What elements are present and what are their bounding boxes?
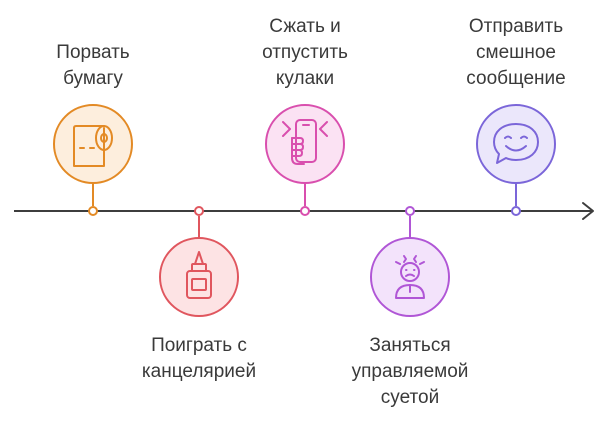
label-bustle: Заняться управляемой суетой xyxy=(351,335,469,408)
event-tear-paper xyxy=(53,104,133,216)
event-bustle xyxy=(370,206,450,317)
marker-bustle xyxy=(405,206,415,216)
event-fists xyxy=(265,104,345,216)
bubble-message xyxy=(476,104,556,184)
bubble-fists xyxy=(265,104,345,184)
event-message xyxy=(476,104,556,216)
bubble-stationery xyxy=(159,237,239,317)
marker-tear-paper xyxy=(88,206,98,216)
stressed-person-icon xyxy=(395,255,425,299)
smiley-chat-icon xyxy=(493,123,539,164)
label-fists: Сжать и отпустить кулаки xyxy=(262,16,348,89)
label-stationery: Поиграть с канцелярией xyxy=(141,335,257,382)
label-tear-paper: Порвать бумагу xyxy=(56,42,130,89)
event-stationery xyxy=(159,206,239,317)
hand-squeeze-icon xyxy=(282,119,328,165)
marker-message xyxy=(511,206,521,216)
bubble-bustle xyxy=(370,237,450,317)
bubble-tear-paper xyxy=(53,104,133,184)
label-message: Отправить смешное сообщение xyxy=(466,16,566,89)
toilet-paper-icon xyxy=(73,125,113,167)
glue-bottle-icon xyxy=(186,251,212,299)
marker-stationery xyxy=(194,206,204,216)
timeline-arrowhead xyxy=(582,202,594,220)
marker-fists xyxy=(300,206,310,216)
